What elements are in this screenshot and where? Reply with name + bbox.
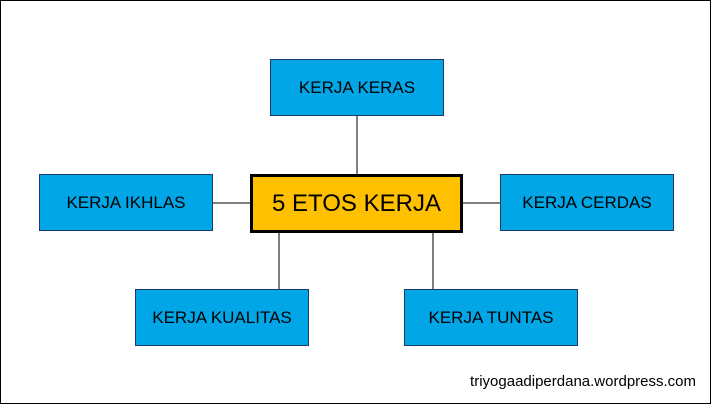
node-kerja-ikhlas: KERJA IKHLAS xyxy=(39,174,213,231)
node-label: KERJA KUALITAS xyxy=(152,307,292,327)
node-label: KERJA KERAS xyxy=(298,77,416,97)
watermark-text: triyogaadiperdana.wordpress.com xyxy=(470,373,696,390)
node-label: KERJA TUNTAS xyxy=(428,307,554,327)
node-kerja-kualitas: KERJA KUALITAS xyxy=(135,289,309,346)
node-kerja-cerdas: KERJA CERDAS xyxy=(500,174,674,231)
node-label: KERJA IKHLAS xyxy=(66,192,186,212)
center-label: 5 ETOS KERJA xyxy=(272,189,441,217)
node-center-etos-kerja: 5 ETOS KERJA xyxy=(250,174,463,233)
node-kerja-keras: KERJA KERAS xyxy=(270,59,444,116)
node-kerja-tuntas: KERJA TUNTAS xyxy=(404,289,578,346)
node-label: KERJA CERDAS xyxy=(522,192,652,212)
